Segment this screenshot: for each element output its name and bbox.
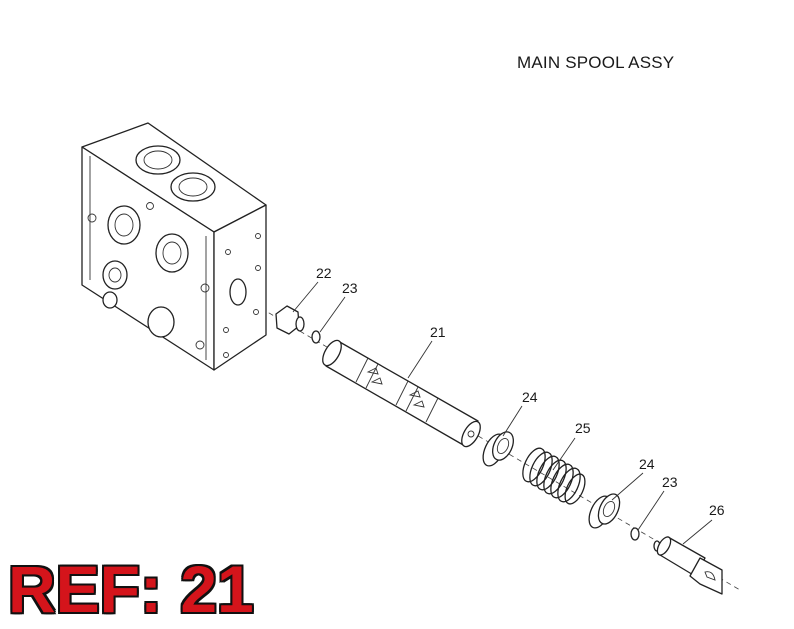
top-port-1 [135, 145, 181, 175]
front-port-1-inner [114, 213, 134, 237]
valve-block [81, 122, 267, 371]
callout-25: 25 [575, 420, 591, 436]
spool-notch [408, 390, 425, 408]
part-24-spring-seat-2 [588, 493, 621, 529]
side-hole [225, 249, 231, 255]
clevis-slot [704, 571, 716, 581]
spool-center-hole [467, 430, 475, 438]
part-23-o-ring-1 [311, 330, 321, 344]
callout-22: 22 [316, 265, 332, 281]
callout-24: 24 [639, 456, 655, 472]
seat-flange [597, 493, 621, 525]
callout-21: 21 [430, 324, 446, 340]
spool-groove [405, 386, 419, 412]
spool-groove [355, 357, 369, 383]
front-port-1 [107, 205, 141, 245]
spool-notch [366, 367, 383, 385]
callout-26: 26 [709, 502, 725, 518]
front-port-5 [102, 291, 118, 309]
front-port-2-inner [162, 241, 182, 265]
front-port-3 [102, 260, 128, 290]
bolt-hole [200, 283, 210, 293]
fitting-end [656, 536, 672, 556]
part-23-o-ring-2 [630, 527, 640, 541]
callout-24: 24 [522, 389, 538, 405]
spool-groove [395, 380, 409, 406]
fitting-clevis [689, 557, 723, 595]
bolt-hole [87, 213, 97, 223]
callout-23: 23 [662, 474, 678, 490]
bolt-hole [195, 340, 205, 350]
ref-label: REF: 21 [8, 552, 254, 626]
callout-23: 23 [342, 280, 358, 296]
top-port-1-inner [143, 150, 173, 170]
plug-hex-head [275, 305, 300, 335]
seat-bore [602, 500, 616, 518]
diagram-title: MAIN SPOOL ASSY [517, 53, 675, 72]
side-hole [223, 352, 229, 358]
top-port-2-inner [178, 177, 208, 197]
spool-end-left [322, 339, 342, 367]
spool-groove [425, 397, 439, 423]
side-hole [253, 309, 259, 315]
side-hole [223, 327, 229, 333]
part-21-main-spool [322, 339, 481, 448]
plug-thread [295, 316, 305, 332]
side-hole [255, 265, 261, 271]
bolt-hole [146, 202, 154, 210]
leader-lines [292, 281, 713, 545]
side-hole [255, 233, 261, 239]
front-port-2 [155, 233, 189, 273]
seat-bore [496, 437, 510, 455]
part-24-spring-seat-1 [482, 431, 514, 467]
spool-bore [229, 278, 247, 306]
part-22-plug [275, 305, 305, 335]
front-port-4 [147, 306, 175, 338]
front-port-3-inner [108, 267, 122, 283]
top-port-2 [170, 172, 216, 202]
spool-end-right [461, 420, 481, 448]
part-25-spring [522, 447, 586, 505]
part-26-end-fitting [653, 536, 723, 595]
seat-face [492, 431, 514, 461]
